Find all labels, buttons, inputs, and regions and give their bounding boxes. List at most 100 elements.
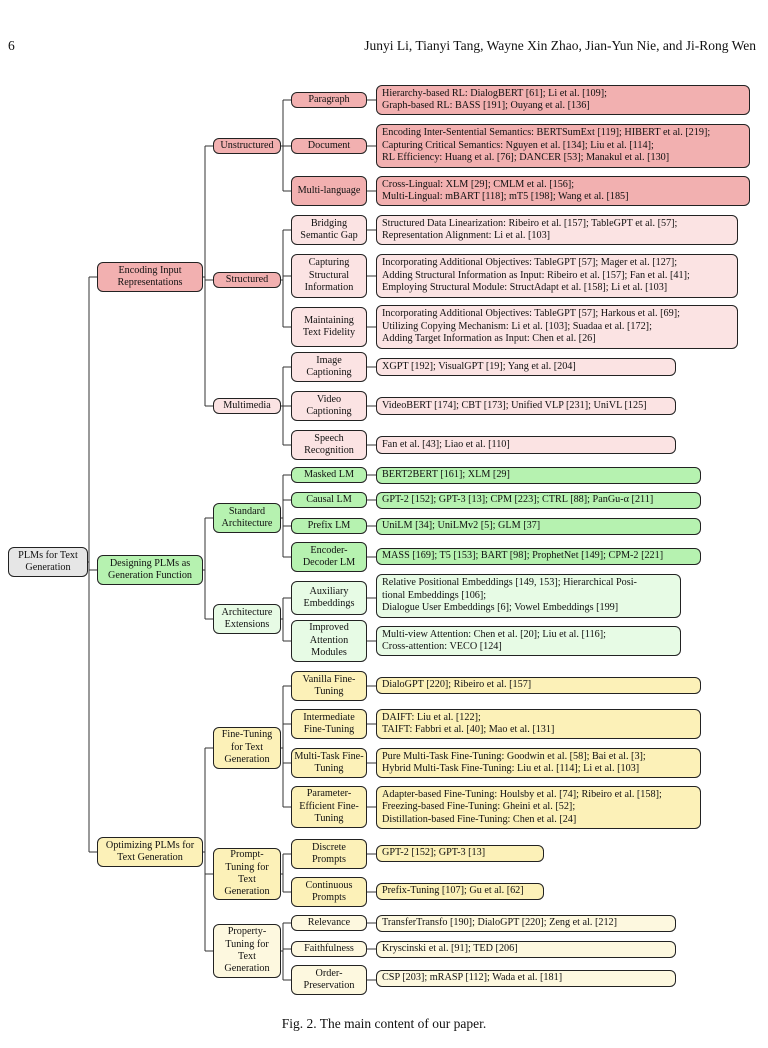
leaf-multitask-ft: Pure Multi-Task Fine-Tuning: Goodwin et … [376,748,701,778]
l3-node-continuous-prompts: Continuous Prompts [291,877,367,907]
leaf-discrete-prompts: GPT-2 [152]; GPT-3 [13] [376,845,544,862]
leaf-line: GPT-2 [152]; GPT-3 [13]; CPM [223]; CTRL… [382,494,654,506]
l2-node-arch-extensions: Architecture Extensions [213,604,281,634]
l2-node-fine-tuning: Fine-Tuning for Text Generation [213,727,281,769]
leaf-line: Freezing-based Fine-Tuning: Gheini et al… [382,801,576,813]
leaf-improved-attention: Multi-view Attention: Chen et al. [20]; … [376,626,681,656]
leaf-line: tional Embeddings [106]; [382,589,487,601]
leaf-line: Relative Positional Embeddings [149, 153… [382,577,637,589]
l3-node-bridging-gap: Bridging Semantic Gap [291,215,367,245]
leaf-line: Hierarchy-based RL: DialogBERT [61]; Li … [382,87,607,99]
leaf-line: Graph-based RL: BASS [191]; Ouyang et al… [382,100,590,111]
leaf-multi-language: Cross-Lingual: XLM [29]; CMLM et al. [15… [376,176,750,206]
l2-node-property-tuning: Property-Tuning for Text Generation [213,924,281,978]
leaf-line: DialoGPT [220]; Ribeiro et al. [157] [382,679,532,691]
l3-node-speech-recognition: Speech Recognition [291,430,367,460]
leaf-line: CSP [203]; mRASP [112]; Wada et al. [181… [382,972,563,984]
l3-node-discrete-prompts: Discrete Prompts [291,839,367,869]
leaf-line: Distillation-based Fine-Tuning: Chen et … [382,813,577,825]
leaf-paragraph: Hierarchy-based RL: DialogBERT [61]; Li … [376,85,750,115]
leaf-line: Adding Structural Information as Input: … [382,269,690,281]
l2-node-standard-arch: Standard Architecture [213,503,281,533]
leaf-capturing-structural: Incorporating Additional Objectives: Tab… [376,254,738,298]
leaf-faithfulness: Kryscinski et al. [91]; TED [206] [376,941,676,958]
l3-node-capturing-structural: Capturing Structural Information [291,254,367,298]
l3-node-video-captioning: Video Captioning [291,391,367,421]
l3-node-multi-language: Multi-language [291,176,367,206]
l3-node-parameter-efficient-ft: Parameter-Efficient Fine-Tuning [291,786,367,828]
leaf-line: MASS [169]; T5 [153]; BART [98]; Prophet… [382,550,664,562]
leaf-line: Kryscinski et al. [91]; TED [206] [382,943,518,955]
l3-node-vanilla-ft: Vanilla Fine-Tuning [291,671,367,701]
leaf-line: RL Efficiency: Huang et al. [76]; DANCER… [382,152,670,164]
leaf-continuous-prompts: Prefix-Tuning [107]; Gu et al. [62] [376,883,544,900]
leaf-line: Dialogue User Embeddings [6]; Vowel Embe… [382,602,619,614]
leaf-speech-recognition: Fan et al. [43]; Liao et al. [110] [376,436,676,454]
leaf-line: BERT2BERT [161]; XLM [29] [382,469,510,481]
leaf-prefix-lm: UniLM [34]; UniLMv2 [5]; GLM [37] [376,518,701,535]
leaf-auxiliary-embeddings: Relative Positional Embeddings [149, 153… [376,574,681,618]
leaf-bridging-gap: Structured Data Linearization: Ribeiro e… [376,215,738,245]
leaf-line: Pure Multi-Task Fine-Tuning: Goodwin et … [382,750,646,762]
root-node: PLMs for Text Generation [8,547,88,577]
leaf-line: Multi-view Attention: Chen et al. [20]; … [382,628,606,640]
leaf-order-preservation: CSP [203]; mRASP [112]; Wada et al. [181… [376,970,676,987]
l3-node-causal-lm: Causal LM [291,492,367,508]
l1-node-encoding: Encoding Input Representations [97,262,203,292]
leaf-text-fidelity: Incorporating Additional Objectives: Tab… [376,305,738,349]
leaf-line: Adding Target Information as Input: Chen… [382,333,596,345]
l1-node-designing: Designing PLMs as Generation Function [97,555,203,585]
leaf-line: Multi-Lingual: mBART [118]; mT5 [198]; W… [382,191,629,202]
leaf-line: Utilizing Copying Mechanism: Li et al. [… [382,320,652,332]
leaf-line: TAIFT: Fabbri et al. [40]; Mao et al. [1… [382,724,555,735]
leaf-line: Cross-attention: VECO [124] [382,641,502,652]
leaf-line: UniLM [34]; UniLMv2 [5]; GLM [37] [382,520,541,532]
leaf-line: Capturing Critical Semantics: Nguyen et … [382,139,654,151]
leaf-line: Incorporating Additional Objectives: Tab… [382,257,678,269]
leaf-encoder-decoder-lm: MASS [169]; T5 [153]; BART [98]; Prophet… [376,548,701,565]
leaf-line: Incorporating Additional Objectives: Tab… [382,308,680,320]
l3-node-order-preservation: Order-Preservation [291,965,367,995]
l3-node-relevance: Relevance [291,915,367,931]
l3-node-auxiliary-embeddings: Auxiliary Embeddings [291,581,367,615]
l2-node-structured: Structured [213,272,281,288]
leaf-line: Structured Data Linearization: Ribeiro e… [382,217,678,229]
l3-node-text-fidelity: Maintaining Text Fidelity [291,307,367,347]
leaf-line: Cross-Lingual: XLM [29]; CMLM et al. [15… [382,178,575,190]
leaf-line: Adapter-based Fine-Tuning: Houlsby et al… [382,788,662,800]
leaf-line: XGPT [192]; VisualGPT [19]; Yang et al. … [382,360,576,372]
l3-node-paragraph: Paragraph [291,92,367,108]
leaf-line: Encoding Inter-Sentential Semantics: BER… [382,127,711,139]
l2-node-unstructured: Unstructured [213,138,281,154]
l3-node-improved-attention: Improved Attention Modules [291,620,367,662]
leaf-relevance: TransferTransfo [190]; DialoGPT [220]; Z… [376,915,676,932]
leaf-causal-lm: GPT-2 [152]; GPT-3 [13]; CPM [223]; CTRL… [376,492,701,509]
leaf-masked-lm: BERT2BERT [161]; XLM [29] [376,467,701,484]
leaf-line: Hybrid Multi-Task Fine-Tuning: Liu et al… [382,763,640,774]
leaf-image-captioning: XGPT [192]; VisualGPT [19]; Yang et al. … [376,358,676,376]
leaf-line: Employing Structural Module: StructAdapt… [382,282,668,294]
l3-node-multitask-ft: Multi-Task Fine-Tuning [291,748,367,778]
l3-node-document: Document [291,138,367,154]
leaf-video-captioning: VideoBERT [174]; CBT [173]; Unified VLP … [376,397,676,415]
l3-node-intermediate-ft: Intermediate Fine-Tuning [291,709,367,739]
leaf-line: TransferTransfo [190]; DialoGPT [220]; Z… [382,917,618,929]
leaf-document: Encoding Inter-Sentential Semantics: BER… [376,124,750,168]
leaf-vanilla-ft: DialoGPT [220]; Ribeiro et al. [157] [376,677,701,694]
l2-node-multimedia: Multimedia [213,398,281,414]
running-header-authors: Junyi Li, Tianyi Tang, Wayne Xin Zhao, J… [364,38,756,53]
leaf-intermediate-ft: DAIFT: Liu et al. [122];TAIFT: Fabbri et… [376,709,701,739]
leaf-line: Representation Alignment: Li et al. [103… [382,230,551,241]
l3-node-image-captioning: Image Captioning [291,352,367,382]
leaf-line: DAIFT: Liu et al. [122]; [382,711,481,723]
l1-node-optimizing: Optimizing PLMs for Text Generation [97,837,203,867]
l3-node-faithfulness: Faithfulness [291,941,367,957]
l2-node-prompt-tuning: Prompt-Tuning for Text Generation [213,848,281,900]
l3-node-encoder-decoder-lm: Encoder-Decoder LM [291,542,367,572]
page-number: 6 [8,38,15,53]
l3-node-prefix-lm: Prefix LM [291,518,367,534]
leaf-parameter-efficient-ft: Adapter-based Fine-Tuning: Houlsby et al… [376,786,701,829]
figure-caption: Fig. 2. The main content of our paper. [281,1016,487,1031]
leaf-line: VideoBERT [174]; CBT [173]; Unified VLP … [382,399,647,411]
